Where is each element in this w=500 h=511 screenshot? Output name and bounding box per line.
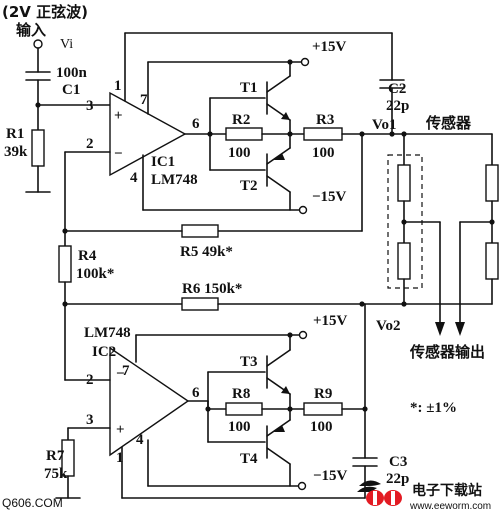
watermark-site-url: www.eeworm.com: [409, 501, 491, 511]
ic2-part: LM748: [84, 325, 131, 341]
opamp-ic2: [109, 346, 190, 457]
ic2-pin7: 7: [122, 363, 130, 379]
r4-label: R4: [78, 248, 97, 264]
watermark-left: Q606.COM: [2, 496, 63, 510]
r6-label: R6 150k*: [182, 281, 242, 297]
ic2-pin3: 3: [86, 412, 94, 428]
transistor-t1: [266, 61, 291, 135]
r5-label: R5 49k*: [180, 244, 233, 260]
ic1-pin7: 7: [140, 92, 148, 108]
resistor-r3: [303, 127, 343, 141]
sensor-output-label: 传感器输出: [409, 343, 485, 361]
sensor-bridge: [387, 131, 499, 336]
t1-label: T1: [240, 80, 258, 96]
ic2-pin4: 4: [136, 432, 144, 448]
c3-value: 22p: [386, 471, 409, 487]
tolerance-note: *: ±1%: [410, 400, 457, 416]
r4-value: 100k*: [76, 266, 114, 282]
t4-label: T4: [240, 451, 258, 467]
r2-label: R2: [232, 112, 250, 128]
ic1-minus-sign: −: [114, 146, 123, 162]
r9-label: R9: [314, 386, 332, 402]
vo2-label: Vo2: [376, 318, 400, 334]
c1-value: 100n: [56, 65, 88, 81]
c2-label: C2: [388, 81, 406, 97]
ic2-plus-sign: +: [116, 422, 125, 438]
c3-label: C3: [389, 454, 407, 470]
r1-value: 39k: [4, 144, 28, 160]
capacitor-c1: [25, 47, 51, 106]
resistor-r9: [303, 402, 343, 416]
sensor-label: 传感器: [425, 114, 472, 132]
terminal-plus15-bottom: [298, 330, 308, 340]
terminal-minus15-top: [298, 205, 308, 215]
ic2-pin1: 1: [116, 450, 124, 466]
vo1-label: Vo1: [372, 117, 396, 133]
ic1-pin1: 1: [114, 78, 122, 94]
r8-value: 100: [228, 419, 251, 435]
ic2-pin6: 6: [192, 385, 200, 401]
ic1-pin4: 4: [130, 170, 138, 186]
r7-label: R7: [46, 448, 65, 464]
r7-value: 75k: [44, 466, 68, 482]
r9-value: 100: [310, 419, 333, 435]
ic2-minus-sign: −: [116, 366, 125, 382]
ic1-plus-sign: +: [114, 108, 123, 124]
resistor-r4: [58, 245, 72, 283]
ic1-label: IC1: [151, 154, 175, 170]
input-label: 输入: [16, 21, 46, 39]
transistor-t2: [266, 133, 291, 211]
r2-value: 100: [228, 145, 251, 161]
resistor-r1: [31, 129, 45, 167]
resistor-r8: [225, 402, 263, 416]
c1-label: C1: [62, 82, 80, 98]
transistor-t4: [266, 408, 291, 487]
r3-label: R3: [316, 112, 334, 128]
c2-value: 22p: [386, 98, 409, 114]
supply-minus15-top: −15V: [312, 189, 347, 205]
resistor-r2: [225, 127, 263, 141]
t3-label: T3: [240, 354, 258, 370]
vi-label: Vi: [60, 37, 73, 52]
ic1-part: LM748: [151, 172, 198, 188]
watermark-site-cn: 电子下载站: [412, 482, 482, 499]
supply-minus15-bottom: −15V: [313, 468, 348, 484]
ic1-pin3: 3: [86, 98, 94, 114]
terminal-minus15-bottom: [297, 481, 307, 491]
terminal-plus15-top: [300, 57, 310, 67]
resistor-r5: [181, 224, 219, 238]
supply-plus15-bottom: +15V: [313, 313, 348, 329]
resistor-r6: [181, 297, 219, 311]
r3-value: 100: [312, 145, 335, 161]
ic1-pin6: 6: [192, 116, 200, 132]
t2-label: T2: [240, 178, 258, 194]
r1-label: R1: [6, 126, 24, 142]
ic2-label: IC2: [92, 344, 116, 360]
input-note: (2V 正弦波): [2, 3, 88, 21]
transistor-t3: [266, 334, 291, 410]
watermark-logo-icon: [357, 480, 402, 506]
input-terminal: [33, 39, 43, 49]
r8-label: R8: [232, 386, 250, 402]
ic1-pin2: 2: [86, 136, 94, 152]
supply-plus15-top: +15V: [312, 39, 347, 55]
